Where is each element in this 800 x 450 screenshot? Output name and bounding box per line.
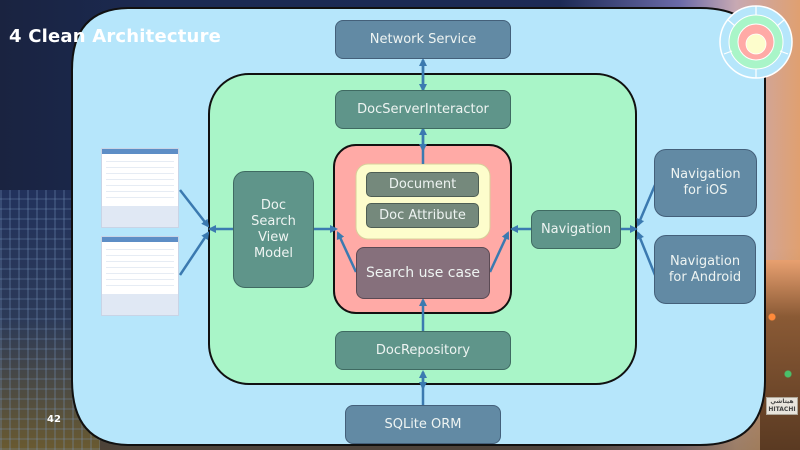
hitachi-logo-text: HITACHI (768, 406, 796, 413)
arrow-usecase-to-core-left (336, 231, 358, 273)
hitachi-logo-arabic: هيتاشي (770, 398, 794, 405)
background-right-city (760, 260, 800, 450)
doc-server-interactor-box: DocServerInteractor (335, 90, 511, 129)
navigation-android-box: Navigation for Android (654, 235, 756, 304)
search-use-case-box: Search use case (356, 247, 490, 299)
navigation-ios-box: Navigation for iOS (654, 149, 757, 217)
hitachi-logo: هيتاشي HITACHI (766, 397, 798, 415)
app-screen-thumbnail-2 (101, 236, 179, 316)
arrow-ios-to-navigation (636, 184, 657, 227)
arrow-usecase-to-core-right (488, 231, 510, 273)
doc-attribute-entity-box: Doc Attribute (366, 203, 479, 228)
sqlite-orm-box: SQLite ORM (345, 405, 501, 444)
doc-search-view-model-box: Doc Search View Model (233, 171, 314, 288)
app-screen-thumbnail-1 (101, 148, 179, 228)
arrow-android-to-navigation (636, 231, 657, 276)
doc-repository-box: DocRepository (335, 331, 511, 370)
arrow-screen1-to-viewmodel (179, 189, 210, 228)
navigation-box: Navigation (531, 210, 621, 249)
slide-page-number: 42 (47, 414, 61, 425)
clean-architecture-onion-icon (719, 5, 793, 79)
arrow-screen2-to-viewmodel (178, 231, 210, 276)
network-service-box: Network Service (335, 20, 511, 59)
slide-title: 4 Clean Architecture (9, 26, 222, 47)
document-entity-box: Document (366, 172, 479, 197)
